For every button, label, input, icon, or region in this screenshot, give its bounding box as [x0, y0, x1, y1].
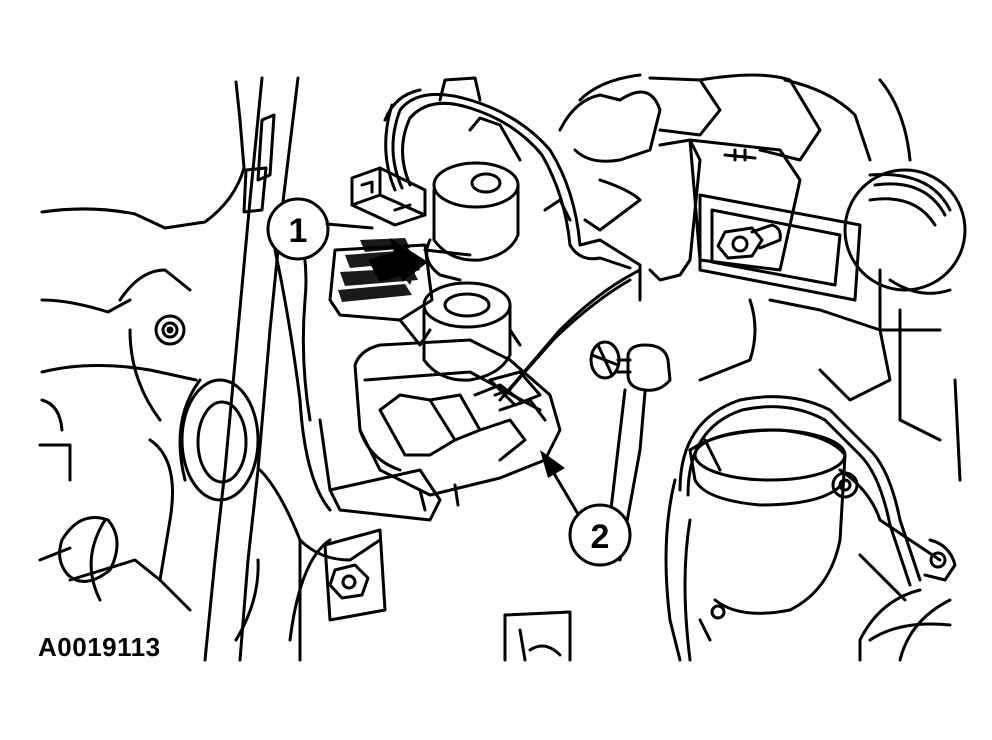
plunger-upper	[423, 161, 520, 282]
right-round-part	[698, 168, 967, 442]
callout-1-arrow	[325, 222, 428, 282]
callout-2-label: 2	[591, 518, 610, 556]
callout-2: 2	[568, 503, 632, 567]
callout-1: 1	[266, 197, 330, 261]
pedal-arm	[203, 76, 382, 662]
callout-1-label: 1	[289, 212, 308, 250]
mounting-bolt-left	[154, 314, 186, 346]
left-mounting-bracket	[38, 80, 246, 612]
round-bushing	[178, 378, 260, 502]
electrical-connector-small	[350, 166, 427, 227]
upper-housing	[438, 73, 912, 282]
figure-id-label: A0019113	[38, 632, 161, 662]
right-bracket	[688, 138, 862, 302]
bottom-center-bracket	[503, 610, 572, 662]
cable-right	[664, 395, 922, 662]
hex-nut-bottom	[323, 528, 387, 622]
switch-assembly	[318, 338, 562, 522]
lower-right-parts	[831, 378, 962, 662]
wiring-harness	[383, 88, 642, 402]
callout-2-arrow	[540, 450, 580, 516]
plunger-lower	[422, 281, 522, 382]
striped-connector-outline	[328, 243, 434, 347]
actuator-canister	[688, 428, 847, 642]
threaded-stud	[716, 223, 782, 260]
